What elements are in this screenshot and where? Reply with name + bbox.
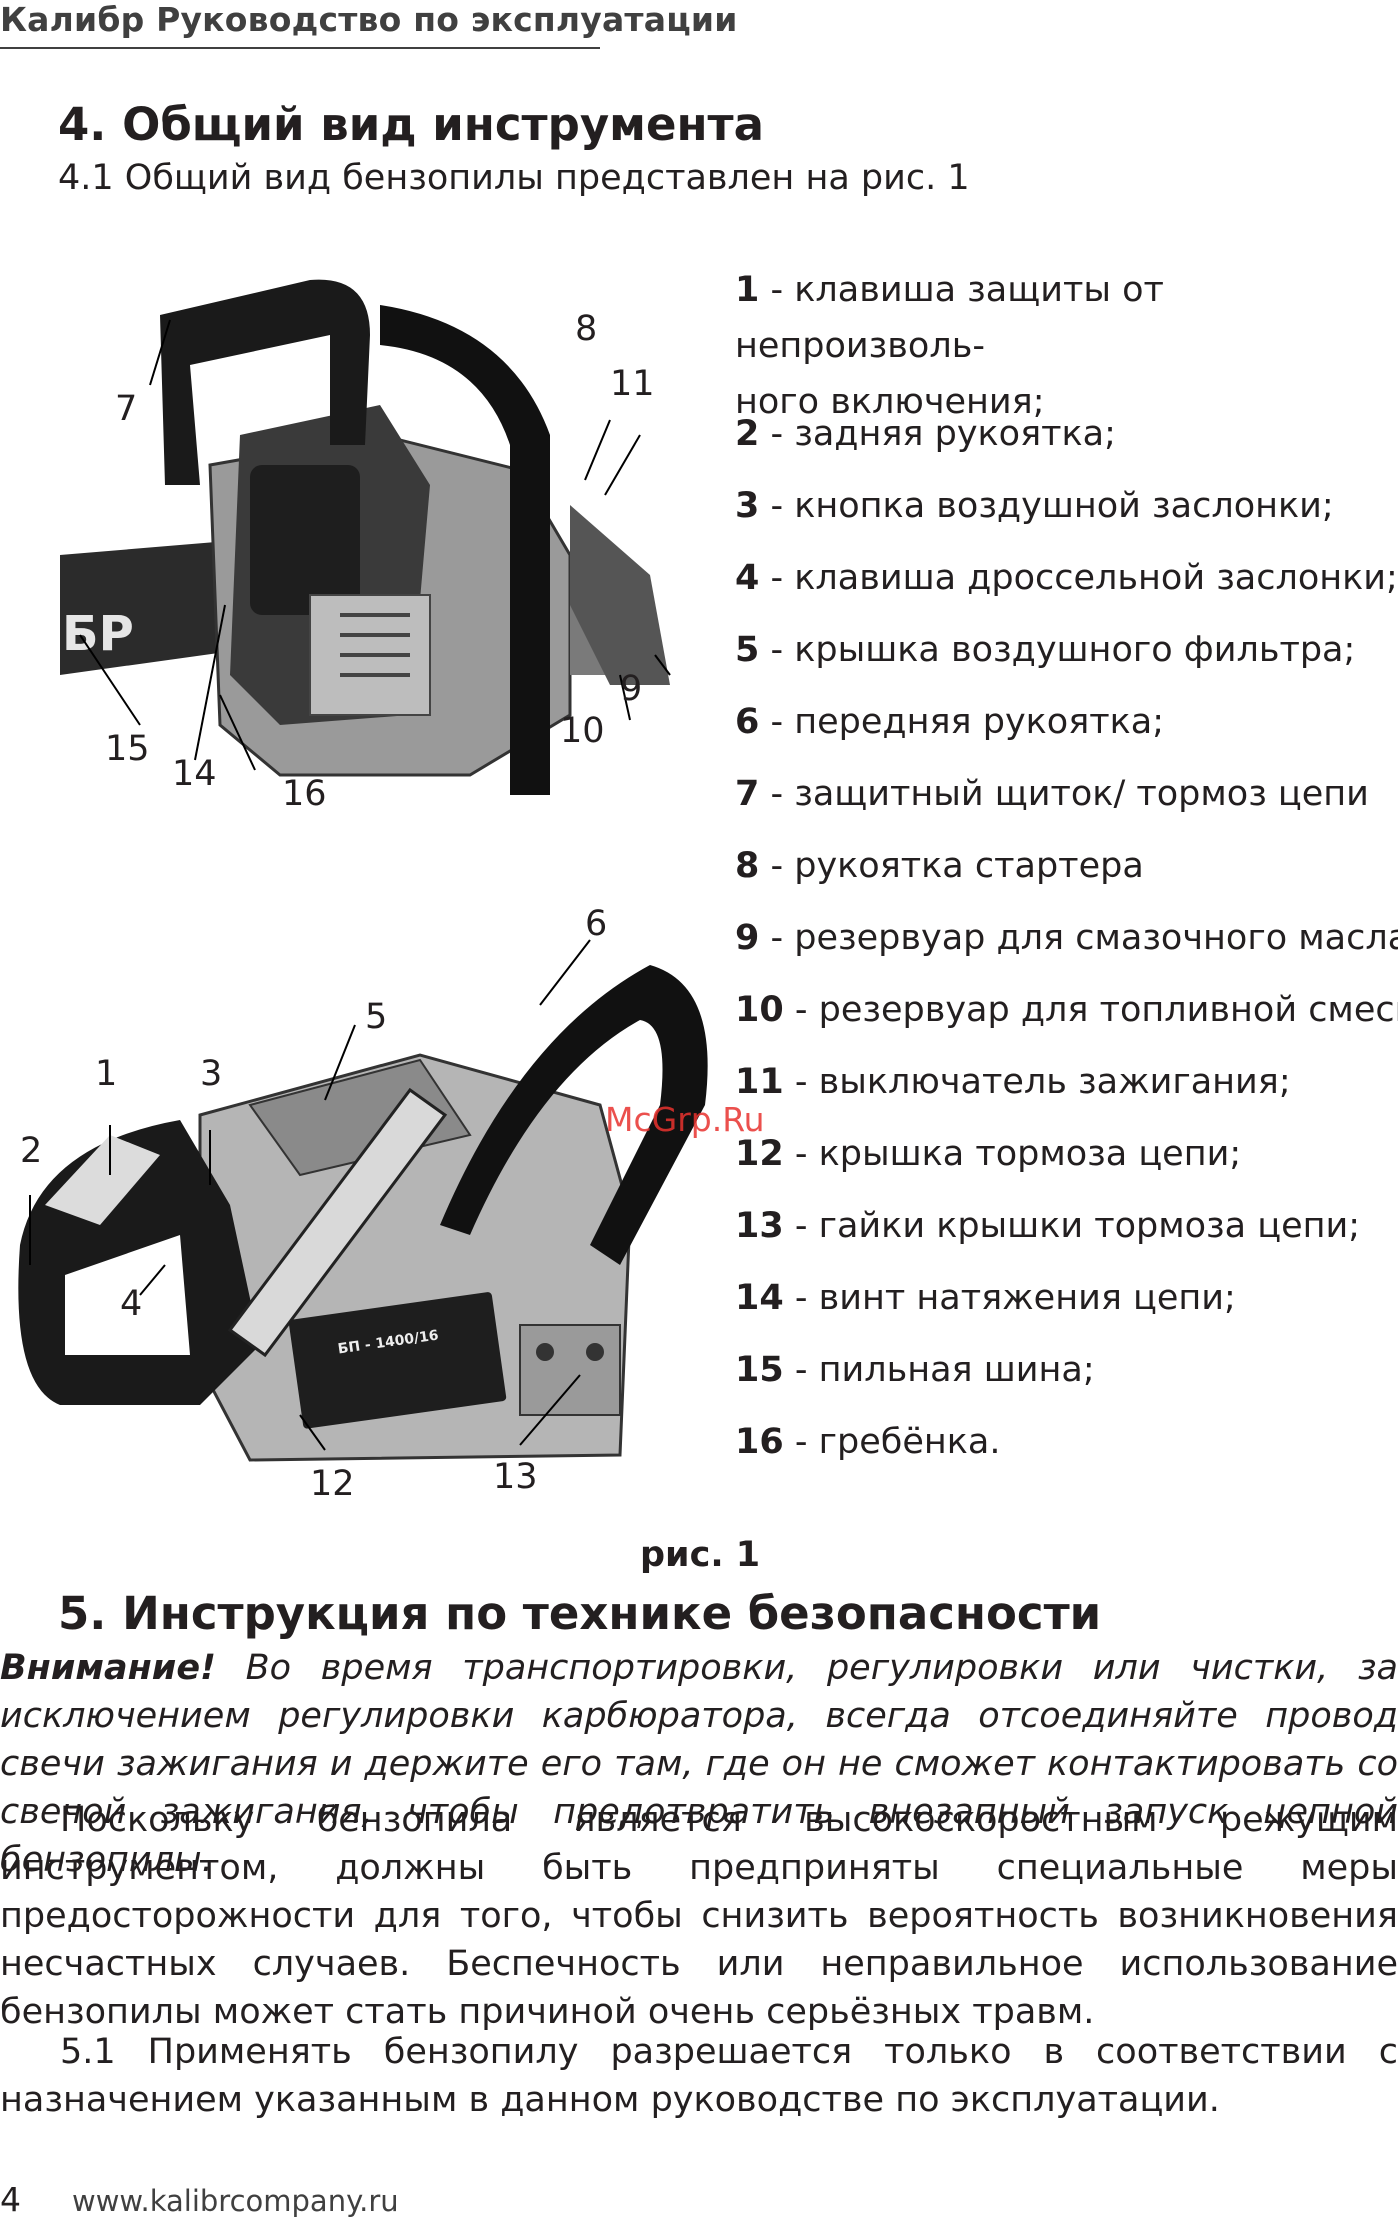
- legend-number: 14: [735, 1278, 784, 1318]
- callout-11: 11: [610, 364, 655, 404]
- legend-text: - крышка тормоза цепи;: [783, 1134, 1242, 1174]
- callout-2: 2: [20, 1131, 42, 1171]
- legend-text: - клавиша дроссельной заслонки;: [759, 558, 1398, 598]
- usage-paragraph: 5.1 Применять бензопилу разрешается толь…: [0, 2032, 1398, 2120]
- legend-item: 14 - винт натяжения цепи;: [735, 1270, 1395, 1342]
- callout-10: 10: [560, 711, 605, 751]
- legend-text: - рукоятка стартера: [759, 846, 1144, 886]
- callout-5: 5: [365, 997, 387, 1037]
- parts-legend: 1 - клавиша защиты от непроизволь- ного …: [735, 262, 1398, 1486]
- legend-item: 16 - гребёнка.: [735, 1414, 1395, 1486]
- legend-number: 3: [735, 486, 760, 526]
- legend-number: 4: [735, 558, 760, 598]
- air-filter-cover: [250, 465, 360, 615]
- legend-text: - гребёнка.: [783, 1422, 1001, 1462]
- callout-4: 4: [120, 1284, 142, 1324]
- legend-text: - крышка воздушного фильтра;: [759, 630, 1356, 670]
- legend-number: 8: [735, 846, 760, 886]
- running-header: Калибр Руководство по эксплуатации: [0, 0, 738, 39]
- legend-number: 16: [735, 1422, 784, 1462]
- footer-website-link[interactable]: www.kalibrcompany.ru: [72, 2184, 399, 2218]
- guide-bar: [60, 540, 240, 675]
- chain-brake-cover: [519, 1324, 621, 1416]
- legend-text: - выключатель зажигания;: [783, 1062, 1291, 1102]
- callout-14: 14: [172, 754, 217, 794]
- warning-text: Во время транспортировки, регулировки ил…: [0, 1648, 1398, 1880]
- legend-text-continued: ного включения;: [735, 382, 1045, 422]
- callout-12: 12: [310, 1464, 355, 1504]
- legend-number: 9: [735, 918, 760, 958]
- watermark: McGrp.Ru: [605, 1100, 765, 1139]
- page-number: 4: [0, 2180, 21, 2219]
- legend-item: 4 - клавиша дроссельной заслонки;: [735, 550, 1398, 622]
- svg-text:БР: БР: [62, 606, 134, 662]
- legend-number: 6: [735, 702, 760, 742]
- callout-16: 16: [282, 774, 327, 814]
- callout-3: 3: [200, 1054, 222, 1094]
- legend-item: 2 - задняя рукоятка;: [735, 406, 1395, 478]
- callout-8: 8: [575, 309, 597, 349]
- rear-handle: [160, 279, 370, 485]
- legend-item: 10 - резервуар для топливной смеси;: [735, 982, 1398, 1054]
- rating-plate: [288, 1292, 507, 1429]
- section-4-title: 4. Общий вид инструмента: [58, 98, 765, 151]
- section-5-title: 5. Инструкция по технике безопасности: [58, 1587, 1102, 1640]
- legend-number: 5: [735, 630, 760, 670]
- section-4-subtitle: 4.1 Общий вид бензопилы представлен на р…: [58, 158, 970, 198]
- legend-item: 5 - крышка воздушного фильтра;: [735, 622, 1395, 694]
- legend-text: - резервуар для смазочного масла;: [759, 918, 1398, 958]
- callout-9: 9: [620, 669, 642, 709]
- front-handle: [380, 305, 550, 795]
- header-rule: [0, 47, 600, 49]
- legend-number: 10: [735, 990, 784, 1030]
- chainsaw-top-view-image: БР 7 8 11 9 10 15 14 16: [60, 279, 671, 814]
- warning-paragraph: Внимание! Во время транспортировки, регу…: [0, 1644, 1398, 1884]
- warning-label: Внимание!: [0, 1648, 217, 1688]
- legend-item: 13 - гайки крышки тормоза цепи;: [735, 1198, 1395, 1270]
- legend-item: 8 - рукоятка стартера: [735, 838, 1395, 910]
- legend-item: 3 - кнопка воздушной заслонки;: [735, 478, 1395, 550]
- callout-1: 1: [95, 1054, 117, 1094]
- legend-text: - кнопка воздушной заслонки;: [759, 486, 1334, 526]
- safety-paragraph: Поскольку бензопила является высокоскоро…: [0, 1800, 1398, 2032]
- legend-number: 2: [735, 414, 760, 454]
- legend-text: - задняя рукоятка;: [759, 414, 1116, 454]
- legend-number: 7: [735, 774, 760, 814]
- legend-separator: -: [759, 270, 795, 310]
- legend-item: 15 - пильная шина;: [735, 1342, 1395, 1414]
- legend-item: 1 - клавиша защиты от непроизволь- ного …: [735, 262, 1395, 422]
- callout-7: 7: [115, 389, 137, 429]
- figure-caption: рис. 1: [640, 1535, 761, 1575]
- legend-text: - передняя рукоятка;: [759, 702, 1165, 742]
- legend-text: - резервуар для топливной смеси;: [783, 990, 1398, 1030]
- legend-text: клавиша защиты от непроизволь-: [735, 270, 1164, 366]
- legend-number: 1: [735, 270, 760, 310]
- handlebar-tube: [227, 1087, 448, 1358]
- legend-item: 7 - защитный щиток/ тормоз цепи: [735, 766, 1395, 838]
- front-handle-bottom: [440, 965, 708, 1265]
- legend-text: - винт натяжения цепи;: [783, 1278, 1236, 1318]
- legend-item: 11 - выключатель зажигания;: [735, 1054, 1395, 1126]
- legend-number: 11: [735, 1062, 784, 1102]
- legend-text: - пильная шина;: [783, 1350, 1095, 1390]
- callout-13: 13: [493, 1457, 538, 1497]
- legend-item: 9 - резервуар для смазочного масла;: [735, 910, 1398, 982]
- legend-text: - защитный щиток/ тормоз цепи: [759, 774, 1369, 814]
- legend-number: 12: [735, 1134, 784, 1174]
- callout-15: 15: [105, 729, 150, 769]
- chainsaw-side-view-image: БП - 1400/16 6 5 1 3 2 4 12 13: [18, 905, 708, 1504]
- legend-item: 6 - передняя рукоятка;: [735, 694, 1395, 766]
- legend-item: 12 - крышка тормоза цепи;: [735, 1126, 1395, 1198]
- legend-text: - гайки крышки тормоза цепи;: [783, 1206, 1361, 1246]
- callout-6: 6: [585, 905, 607, 944]
- legend-number: 13: [735, 1206, 784, 1246]
- legend-number: 15: [735, 1350, 784, 1390]
